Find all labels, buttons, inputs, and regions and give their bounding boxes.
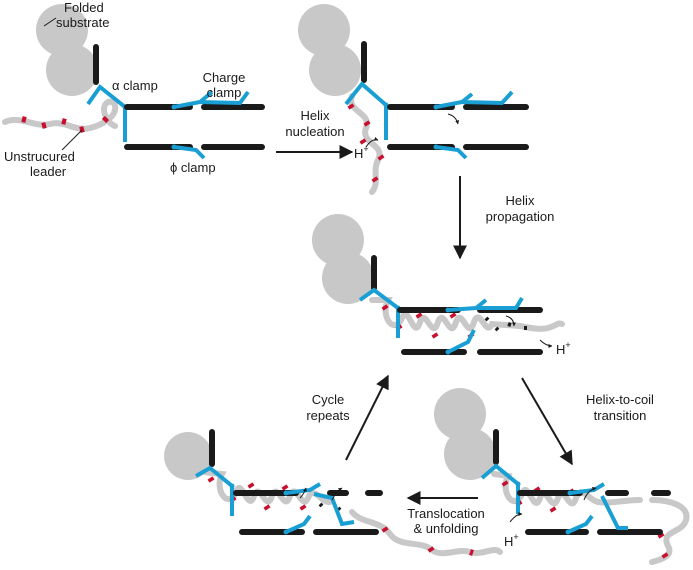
panel-propagation: H+ [312, 214, 571, 357]
label-phi-clamp: ϕ clamp [170, 160, 216, 175]
arrow-helix-to-coil [521, 377, 573, 466]
label-helix-nucleation-2: nucleation [285, 124, 344, 139]
charge-clamp [173, 90, 250, 109]
alpha-clamp [86, 84, 127, 142]
label-helix-nucleation-1: Helix [301, 108, 330, 123]
step-helix-to-coil: Helix-to-coil transition [521, 377, 654, 466]
phi-clamp [173, 145, 206, 160]
leader-charges [21, 115, 110, 133]
folded-substrate [36, 4, 98, 96]
step-translocation: Translocation & unfolding [406, 491, 485, 536]
unstructured-leader [2, 98, 119, 132]
label-cycle-repeats-2: repeats [306, 408, 350, 423]
label-charge-clamp-1: Charge [203, 70, 246, 85]
panel-translocation [164, 429, 503, 557]
arrow-cycle-repeats [345, 374, 389, 461]
panel-initial-state: Folded substrate α clamp Charge clamp Un… [2, 0, 265, 179]
proton-label-nucleation: H+ [354, 144, 369, 161]
label-helix-propagation-2: propagation [486, 209, 555, 224]
label-helix-to-coil-1: Helix-to-coil [586, 392, 654, 407]
label-translocation-1: Translocation [407, 506, 485, 521]
proton-label-helix-to-coil: H+ [504, 532, 519, 549]
panel-helix-to-coil: H+ [434, 388, 690, 565]
label-folded-substrate-1: Folded [64, 0, 104, 15]
leader-line-leader [61, 129, 83, 151]
label-charge-clamp-2: clamp [207, 85, 242, 100]
label-leader-1: Unstrucured [4, 149, 75, 164]
unwinding-helix [491, 471, 643, 507]
label-helix-propagation-1: Helix [506, 193, 535, 208]
leader-line-substrate [43, 17, 57, 27]
propagating-helix [369, 297, 565, 332]
step-helix-nucleation: Helix nucleation [276, 108, 354, 159]
nucleating-helix [348, 93, 383, 195]
label-translocation-2: & unfolding [413, 521, 478, 536]
panel-nucleation: H+ [298, 4, 529, 195]
label-folded-substrate-2: substrate [56, 15, 109, 30]
label-cycle-repeats-1: Cycle [312, 392, 345, 407]
label-leader-2: leader [30, 164, 67, 179]
proton-label-propagation: H+ [556, 340, 571, 357]
label-alpha-clamp: α clamp [112, 78, 158, 93]
step-cycle-repeats: Cycle repeats [306, 374, 389, 461]
step-helix-propagation: Helix propagation [453, 176, 555, 260]
label-helix-to-coil-2: transition [594, 408, 647, 423]
